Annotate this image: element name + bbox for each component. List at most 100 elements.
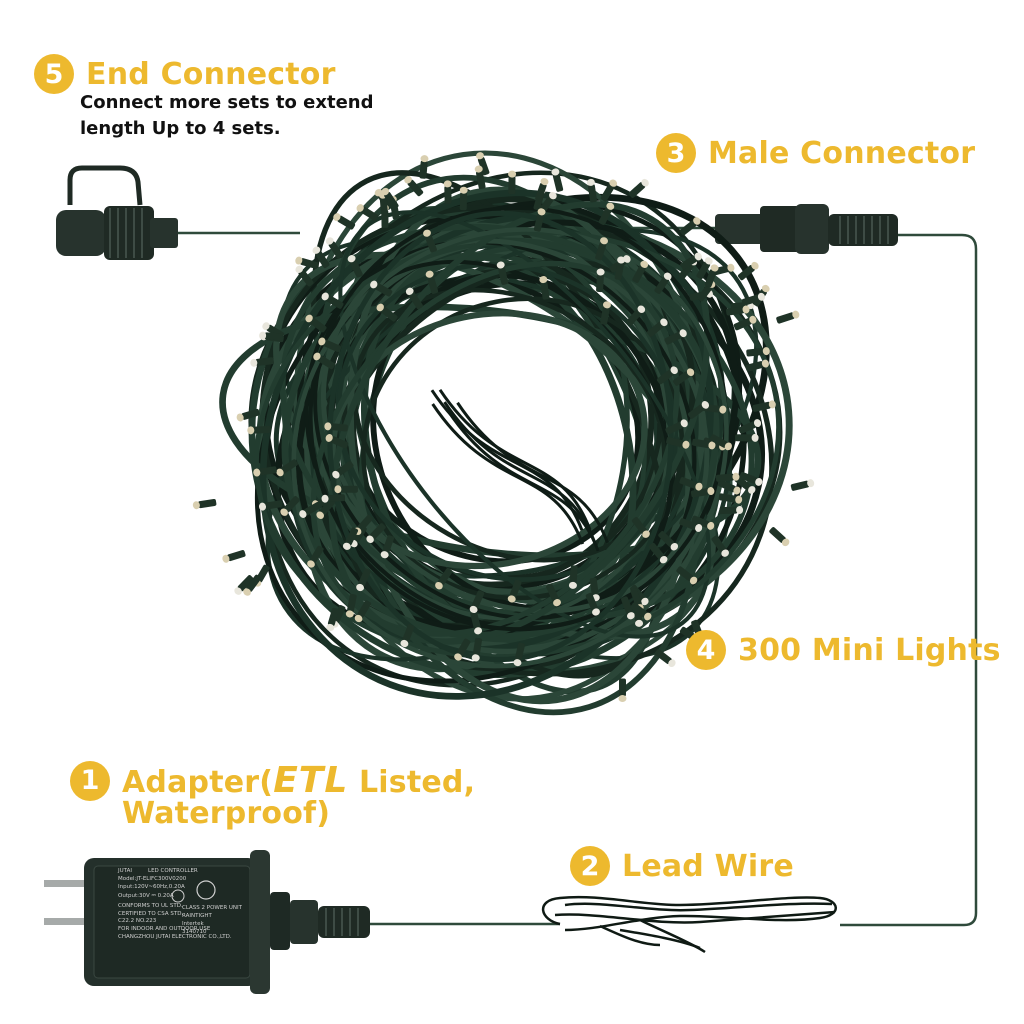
mini-light-bulb (718, 493, 743, 504)
coil-inner-wire (431, 403, 585, 545)
mini-light-bulb (419, 155, 429, 179)
mini-light-bulb (658, 531, 679, 551)
mini-light-bulb (614, 256, 626, 281)
callout-adapter-line2: Waterproof) (122, 796, 331, 831)
mini-light-bulb (733, 315, 757, 331)
callout-number-badge: 5 (34, 54, 74, 94)
mini-light-bulb (354, 600, 372, 623)
adapter-brand: JUTAI (118, 868, 132, 874)
mini-light-bulb (318, 337, 341, 353)
mini-light-bulb (443, 180, 452, 204)
mini-light-bulb (595, 237, 608, 261)
mini-light-bulb (596, 268, 605, 293)
mini-light-bulb (776, 310, 800, 324)
callout-number-badge: 4 (686, 630, 726, 670)
coil-inner-wire (456, 401, 609, 544)
callout-title: Male Connector (708, 135, 976, 171)
mini-light-bulb (535, 178, 549, 202)
adapter-cert-2: RAINTIGHT (182, 913, 212, 919)
mini-light-bulb (688, 401, 710, 419)
mini-light-bulb (321, 292, 344, 309)
mini-light-bulb (471, 637, 482, 662)
coil-inner-wire (443, 401, 596, 543)
mini-light-bulb (496, 261, 509, 285)
mini-light-bulb (665, 419, 688, 435)
mini-light-bulb (696, 257, 713, 280)
adapter-cert-3: Intertek (182, 921, 204, 927)
mini-light-bulb (734, 475, 756, 494)
adapter-line-8: FOR INDOOR AND OUTDOOR USE (118, 926, 211, 932)
mini-light-bulb (474, 165, 486, 190)
mini-light-bulb (630, 602, 652, 621)
mini-light-bulb (380, 535, 395, 559)
mini-light-bulb (454, 638, 471, 661)
note-line-2: length Up to 4 sets. (80, 118, 281, 139)
mini-light-bulb (711, 535, 730, 557)
mini-light-bulb (347, 255, 363, 278)
mini-light-bulb (600, 179, 618, 202)
mini-light-bulb (326, 607, 339, 632)
coil-wire-loop (338, 210, 712, 639)
mini-light-bulb (400, 624, 415, 648)
mini-light-bulb (738, 419, 762, 434)
mini-light-bulb (513, 642, 525, 667)
callout-title-part: Listed, (358, 765, 476, 800)
mini-light-bulb (679, 518, 703, 532)
mini-light-bulb (342, 527, 359, 550)
callout-number-badge: 1 (70, 760, 110, 801)
mini-light-bulb (673, 368, 695, 386)
mini-light-bulb (741, 292, 766, 306)
mini-light-bulb (654, 272, 672, 294)
mini-light-bulb (307, 545, 324, 568)
mini-light-bulb (632, 260, 649, 283)
mini-light-bulb (435, 568, 453, 590)
mini-light-bulb (691, 438, 716, 450)
mini-light-bulb (726, 305, 750, 316)
callout-male-connector: 3 Male Connector (656, 133, 975, 173)
callout-number-badge: 3 (656, 133, 696, 173)
mini-light-bulb (586, 178, 597, 203)
mini-light-bulb (325, 237, 344, 259)
mini-light-bulb (280, 496, 300, 516)
mini-light-bulb (259, 331, 283, 341)
mini-light-bulb (679, 477, 703, 491)
mini-light-bulb (656, 366, 678, 385)
mini-light-bulb (253, 466, 277, 477)
mini-light-bulb (324, 422, 348, 432)
mini-light-bulb (345, 593, 357, 618)
mini-light-bulb (234, 575, 254, 595)
mini-light-bulb (647, 318, 668, 337)
coil-wire-loop (328, 200, 711, 645)
mini-light-bulb (508, 170, 517, 195)
mini-light-bulb (739, 471, 763, 486)
adapter-line-2: Model:JT-ELIFC300V0200 (118, 876, 187, 882)
mini-light-bulb (423, 229, 437, 253)
callout-title: Lead Wire (622, 848, 794, 884)
mini-light-bulb (366, 523, 386, 543)
callout-title: 300 Mini Lights (738, 632, 1001, 668)
mini-light-bulb (598, 202, 615, 225)
callout-title-part: Adapter( (122, 765, 274, 800)
adapter-line-7: C22.2 NO.223 (118, 918, 157, 924)
mini-light-bulb (628, 178, 649, 198)
mini-light-bulb (654, 649, 676, 668)
mini-light-bulb (404, 176, 424, 197)
mini-light-bulb (476, 152, 490, 176)
adapter-line-4: Output:30V ⎓ 0.20A (118, 893, 174, 899)
mini-light-bulb (192, 499, 217, 510)
mini-light-bulb (507, 579, 522, 603)
mini-light-bulb (250, 357, 274, 367)
callout-number-badge: 2 (570, 846, 610, 886)
coil-wire-loop (320, 238, 710, 614)
mini-light-bulb (790, 479, 815, 491)
callout-mini-lights: 4 300 Mini Lights (686, 630, 1001, 670)
mini-light-bulb (243, 574, 261, 596)
mini-light-bulb (334, 485, 358, 494)
adapter-line-1: LED CONTROLLER (148, 868, 198, 874)
lead-wire-route (840, 233, 978, 927)
mini-light-bulb (715, 472, 740, 482)
mini-lights (192, 152, 815, 702)
mini-light-bulb (299, 501, 322, 518)
